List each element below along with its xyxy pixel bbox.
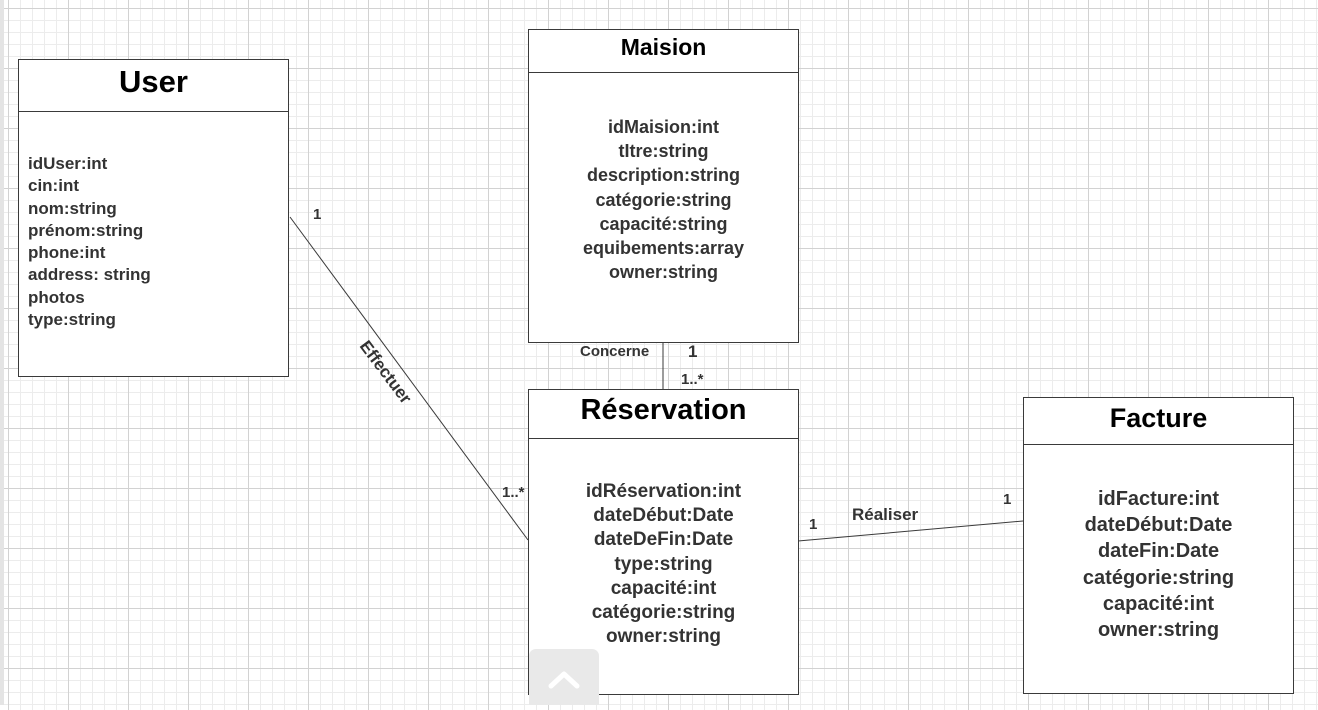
reservation-attr-datedefin: dateDeFin:Date <box>593 529 734 551</box>
facture-attributes: idFacture:int dateDébut:Date dateFin:Dat… <box>1024 445 1293 643</box>
maision-attr-titre: tItre:string <box>618 141 709 162</box>
facture-attr-categorie: catégorie:string <box>1082 566 1235 589</box>
scroll-up-button[interactable] <box>529 649 599 705</box>
concerne-label: Concerne <box>580 343 650 360</box>
maision-attr-owner: owner:string <box>608 262 718 283</box>
effectuer-target-multiplicity: 1..* <box>502 484 525 501</box>
facture-class[interactable]: Facture idFacture:int dateDébut:Date dat… <box>1023 397 1294 694</box>
user-class-title: User <box>19 60 288 112</box>
user-attr-address: address: string <box>28 265 151 285</box>
maision-class[interactable]: Maision idMaision:int tItre:string descr… <box>528 29 799 343</box>
maision-attr-description: description:string <box>586 165 740 186</box>
reservation-class-title: Réservation <box>529 390 798 439</box>
reservation-class[interactable]: Réservation idRéservation:int dateDébut:… <box>528 389 799 695</box>
maision-attr-categorie: catégorie:string <box>595 189 732 210</box>
user-attr-prenom: prénom:string <box>28 220 144 240</box>
reservation-attr-owner: owner:string <box>605 626 722 648</box>
facture-attr-datefin: dateFin:Date <box>1097 540 1220 563</box>
effectuer-line[interactable] <box>289 216 529 541</box>
user-attr-cin: cin:int <box>28 176 79 196</box>
reservation-attr-capacite: capacité:int <box>610 577 717 599</box>
maision-class-title: Maision <box>529 30 798 73</box>
facture-class-title: Facture <box>1024 398 1293 445</box>
reservation-attr-categorie: catégorie:string <box>591 602 736 624</box>
reservation-attr-type: type:string <box>614 553 713 575</box>
user-attr-photos: photos <box>28 287 85 307</box>
user-attributes: idUser:int cin:int nom:string prénom:str… <box>19 112 288 331</box>
maision-attr-capacite: capacité:string <box>599 213 728 234</box>
facture-attr-capacite: capacité:int <box>1102 592 1215 615</box>
chevron-up-icon <box>548 671 580 689</box>
user-attr-type: type:string <box>28 310 116 330</box>
reservation-attributes: idRéservation:int dateDébut:Date dateDeF… <box>529 439 798 649</box>
concerne-source-multiplicity: 1 <box>688 342 698 361</box>
user-attr-id: idUser:int <box>28 154 108 173</box>
effectuer-source-multiplicity: 1 <box>313 206 322 223</box>
facture-attr-id: idFacture:int <box>1097 488 1220 510</box>
maision-attr-equipements: equibements:array <box>582 238 745 259</box>
reservation-attr-datedebut: dateDébut:Date <box>593 505 734 527</box>
maision-attributes: idMaision:int tItre:string description:s… <box>529 73 798 284</box>
user-attr-nom: nom:string <box>28 198 117 218</box>
realiser-target-multiplicity: 1 <box>1003 491 1012 508</box>
reservation-attr-id: idRéservation:int <box>585 481 742 502</box>
realiser-label: Réaliser <box>852 505 919 524</box>
concerne-target-multiplicity: 1..* <box>681 371 704 388</box>
user-class[interactable]: User idUser:int cin:int nom:string préno… <box>18 59 289 377</box>
canvas-left-edge <box>0 0 4 705</box>
facture-attr-datedebut: dateDébut:Date <box>1084 514 1233 537</box>
maision-attr-id: idMaision:int <box>608 117 719 137</box>
facture-attr-owner: owner:string <box>1097 619 1220 642</box>
user-attr-phone: phone:int <box>28 243 106 263</box>
realiser-source-multiplicity: 1 <box>809 516 818 533</box>
realiser-line[interactable] <box>797 520 1024 542</box>
